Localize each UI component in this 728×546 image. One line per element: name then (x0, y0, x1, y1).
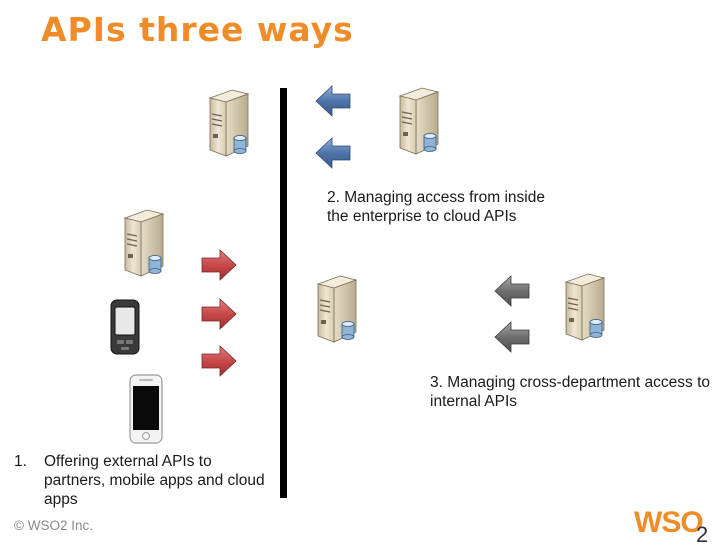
item-2-line2: the enterprise to cloud APIs (327, 208, 517, 225)
arrow-left-icon (494, 321, 530, 353)
footer-copyright: © WSO2 Inc. (14, 518, 93, 533)
arrow-left-icon (315, 137, 351, 169)
server-icon (124, 209, 164, 277)
server-icon (317, 275, 357, 343)
item-3-line1: 3. Managing cross-department access to (430, 374, 710, 391)
slide-title: APIs three ways (41, 10, 354, 49)
arrow-right-icon (201, 298, 237, 330)
item-2-line1: 2. Managing access from inside (327, 189, 545, 206)
smartphone-icon (129, 374, 163, 444)
arrow-left-icon (315, 85, 351, 117)
server-icon (399, 87, 439, 155)
section-divider (280, 88, 287, 498)
item-1-number: 1. (14, 453, 27, 470)
item-2-text: 2. Managing access from inside the enter… (327, 188, 545, 226)
logo-wso: WSO (634, 506, 704, 539)
item-1-text: Offering external APIs to partners, mobi… (44, 453, 265, 508)
mobile-phone-icon (110, 299, 140, 355)
server-icon (209, 89, 249, 157)
arrow-right-icon (201, 249, 237, 281)
item-3-line2: internal APIs (430, 393, 518, 410)
arrow-left-icon (494, 275, 530, 307)
wso2-logo: WSO 2 (634, 506, 724, 546)
arrow-right-icon (201, 345, 237, 377)
server-icon (565, 273, 605, 341)
item-3-text: 3. Managing cross-department access to i… (430, 373, 710, 411)
logo-two: 2 (696, 522, 709, 546)
